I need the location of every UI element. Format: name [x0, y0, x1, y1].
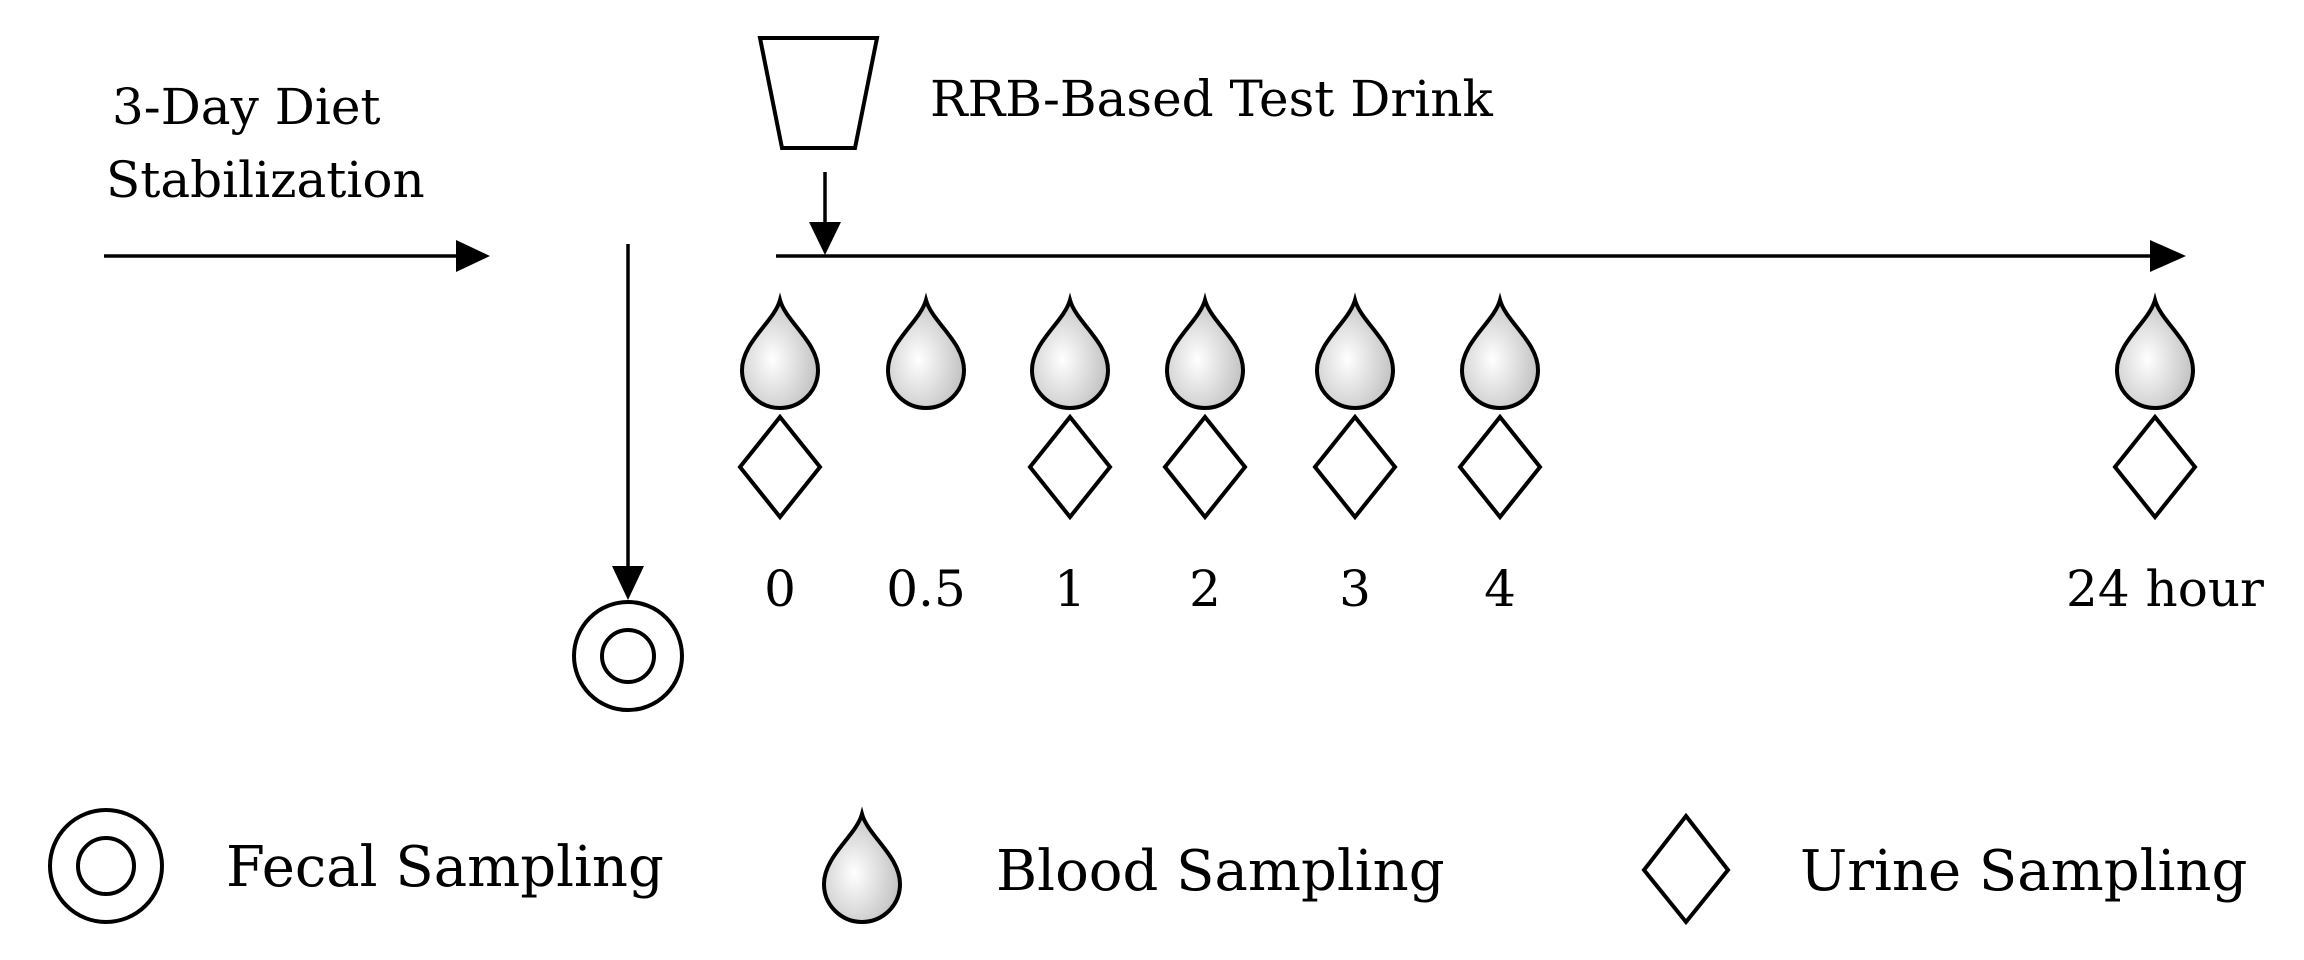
- stabilization-label-line1: 3-Day Diet: [112, 78, 381, 136]
- fecal-sampling-icon: [572, 600, 684, 712]
- legend-blood-drop-icon: [822, 812, 902, 924]
- timepoint-label: 24 hour: [2066, 560, 2264, 618]
- legend-urine-diamond-icon: [1641, 812, 1731, 926]
- urine-diamond-icon: [1457, 413, 1543, 521]
- blood-drop-icon: [1165, 298, 1245, 410]
- cup-icon: [757, 36, 880, 150]
- timepoint-label: 1: [1054, 560, 1086, 618]
- urine-diamond-icon: [1312, 413, 1398, 521]
- stabilization-label-line2: Stabilization: [106, 151, 425, 209]
- legend-blood-label: Blood Sampling: [996, 839, 1445, 904]
- drink-arrowhead: [809, 222, 841, 255]
- timepoint-markers: 0 0.5 1 2 3 4 24 hour: [737, 298, 2264, 618]
- urine-diamond-icon: [1162, 413, 1248, 521]
- blood-drop-icon: [1315, 298, 1395, 410]
- legend-urine-label: Urine Sampling: [1800, 839, 2247, 904]
- timepoint-label: 0.5: [886, 560, 966, 618]
- urine-diamond-icon: [737, 413, 823, 521]
- blood-drop-icon: [2115, 298, 2195, 410]
- timepoint-label: 2: [1189, 560, 1221, 618]
- urine-diamond-icon: [1027, 413, 1113, 521]
- blood-drop-icon: [886, 298, 966, 410]
- urine-diamond-icon: [2112, 413, 2198, 521]
- fecal-arrowhead: [612, 566, 644, 600]
- blood-drop-icon: [740, 298, 820, 410]
- legend-fecal-label: Fecal Sampling: [226, 835, 664, 900]
- timepoint-label: 3: [1339, 560, 1371, 618]
- timepoint-label: 4: [1484, 560, 1516, 618]
- legend-fecal-icon: [48, 808, 164, 924]
- stabilization-arrowhead: [456, 240, 490, 272]
- blood-drop-icon: [1460, 298, 1540, 410]
- blood-drop-icon: [1030, 298, 1110, 410]
- timeline-arrowhead: [2150, 240, 2186, 272]
- legend: Fecal Sampling Blood Sampling Urine Samp…: [48, 808, 2247, 926]
- test-drink-label: RRB-Based Test Drink: [930, 70, 1493, 128]
- timepoint-label: 0: [764, 560, 796, 618]
